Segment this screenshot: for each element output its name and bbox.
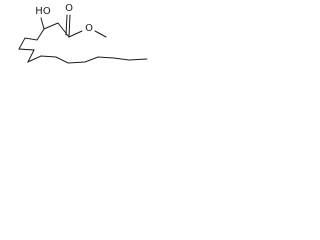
hydroxyl-label: HO: [35, 6, 51, 17]
bond-c1-o-ester: [68, 30, 83, 38]
bond-c3-c2: [43, 22, 59, 30]
molecule-structure: HO O O: [18, 3, 148, 64]
alkyl-chain: [18, 28, 148, 64]
bond-o-methyl: [94, 30, 107, 38]
bond-c2-c1: [57, 22, 70, 38]
ester-oxygen-label: O: [85, 23, 93, 34]
bond-c3-o-hydroxyl: [40, 17, 45, 30]
bond-c1-o-carbonyl: [68, 14, 71, 38]
bond-c1-o-carbonyl-second: [65, 14, 68, 36]
carbonyl-oxygen-label: O: [65, 3, 73, 14]
